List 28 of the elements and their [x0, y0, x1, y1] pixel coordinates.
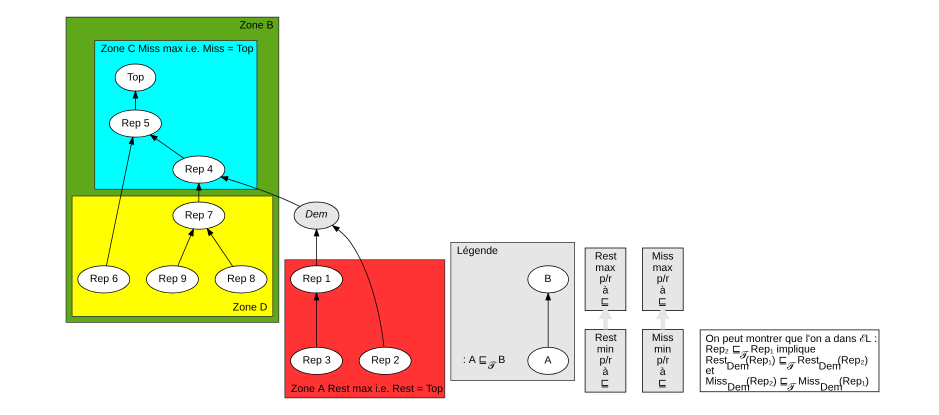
node-ellipse: Rep 5 — [109, 110, 162, 138]
arrow — [314, 292, 320, 348]
node-ellipse: Rep 3 — [290, 346, 343, 375]
arrow — [132, 90, 138, 110]
node-box: Rest min p/r à ⊑ — [584, 329, 626, 393]
node-box: Miss min p/r à ⊑ — [642, 329, 684, 393]
node-box: Miss max p/r à ⊑ — [642, 248, 684, 312]
arrow — [206, 228, 234, 267]
node-ellipse: Rep 6 — [77, 265, 130, 294]
arrow — [177, 228, 194, 266]
node-ellipse: Rep 7 — [172, 202, 226, 230]
arrow — [220, 176, 300, 207]
arrow — [149, 134, 184, 159]
arrow — [332, 224, 384, 348]
arrow — [196, 182, 202, 202]
arrow — [106, 136, 134, 266]
node-ellipse: Rep 4 — [172, 156, 226, 184]
arrow — [314, 228, 320, 266]
node-ellipse: B — [527, 265, 569, 294]
node-ellipse: Rep 8 — [214, 265, 268, 294]
node-ellipse: A — [527, 346, 569, 375]
node-ellipse: Dem — [294, 202, 340, 230]
node-ellipse: Rep 9 — [146, 265, 199, 294]
node-ellipse: Rep 1 — [290, 265, 343, 294]
arrow — [545, 292, 552, 348]
node-ellipse: Rep 2 — [358, 346, 412, 375]
node-ellipse: Top — [114, 64, 156, 92]
node-box: Rest max p/r à ⊑ — [584, 248, 626, 312]
